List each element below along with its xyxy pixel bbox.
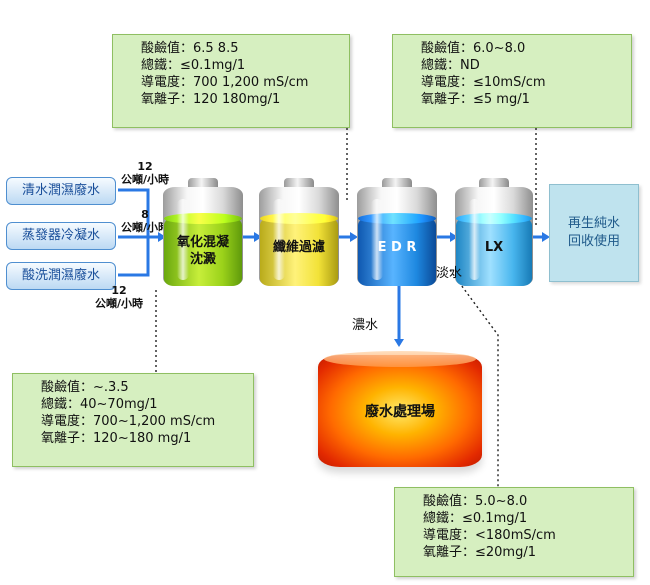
source-pickling-rinse-water: 酸洗潤濕廢水 bbox=[6, 262, 116, 290]
battery-body bbox=[163, 187, 243, 286]
coag-conductivity: 導電度：700 1,200 mS/cm bbox=[141, 75, 309, 90]
battery-body bbox=[259, 187, 339, 286]
flow-rate-2-value: 8 bbox=[141, 208, 149, 221]
battery-cap bbox=[479, 178, 509, 188]
flow-rate-2: 8 公噸/小時 bbox=[110, 208, 180, 234]
edr-iron: 總鐵：≤0.1mg/1 bbox=[423, 511, 528, 526]
battery-cap bbox=[382, 178, 412, 188]
feed-ph: 酸鹼值：~.3.5 bbox=[41, 380, 129, 395]
edr-chloride: 氧離子：≤20mg/1 bbox=[423, 545, 537, 560]
lx-chloride: 氧離子：≤5 mg/1 bbox=[421, 92, 530, 107]
coag-chloride: 氧離子：120 180mg/1 bbox=[141, 92, 281, 107]
coagulation-quality-box: 酸鹼值：6.5 8.5 總鐵：≤0.1mg/1 導電度：700 1,200 mS… bbox=[112, 34, 350, 128]
source-line-3 bbox=[118, 237, 150, 277]
flow-rate-3-value: 12 bbox=[111, 284, 127, 297]
waste-treatment-plant: 廢水處理場 bbox=[318, 351, 482, 470]
waste-plant-label: 廢水處理場 bbox=[365, 404, 435, 420]
lx-iron: 總鐵：ND bbox=[421, 58, 480, 73]
battery-fill bbox=[260, 218, 338, 286]
edr-ph: 酸鹼值：5.0~8.0 bbox=[423, 494, 528, 509]
target-label: 再生純水 回收使用 bbox=[567, 216, 620, 249]
edr-quality-box: 酸鹼值：5.0~8.0 總鐵：≤0.1mg/1 導電度：<180mS/cm 氧離… bbox=[394, 487, 634, 577]
battery-shine bbox=[177, 199, 189, 280]
feed-chloride: 氧離子：120~180 mg/1 bbox=[41, 431, 192, 446]
coag-ph: 酸鹼值：6.5 8.5 bbox=[141, 41, 239, 56]
battery-shine bbox=[469, 199, 480, 280]
flow-rate-1-value: 12 bbox=[137, 160, 153, 173]
stage-coagulation: 氧化混凝 沈澱 bbox=[163, 178, 243, 286]
feed-conductivity: 導電度：700~1,200 mS/cm bbox=[41, 414, 216, 429]
battery-shine bbox=[273, 199, 285, 280]
feed-quality-box: 酸鹼值：~.3.5 總鐵：40~70mg/1 導電度：700~1,200 mS/… bbox=[12, 373, 254, 467]
battery-shine bbox=[371, 199, 383, 280]
battery-cap bbox=[188, 178, 218, 188]
flow-rate-3: 12 公噸/小時 bbox=[84, 284, 154, 310]
flow-rate-2-unit: 公噸/小時 bbox=[120, 221, 170, 234]
stage-fiber-filter: 纖維過濾 bbox=[259, 178, 339, 286]
fresh-water-label: 淡水 bbox=[436, 266, 463, 281]
battery-fill bbox=[456, 218, 532, 286]
flow-rate-3-unit: 公噸/小時 bbox=[94, 297, 144, 310]
battery-fill bbox=[164, 218, 242, 286]
flow-rate-1-unit: 公噸/小時 bbox=[120, 173, 170, 186]
battery-body bbox=[455, 187, 533, 286]
edr-conductivity: 導電度：<180mS/cm bbox=[423, 528, 556, 543]
source-rinse-water: 清水潤濕廢水 bbox=[6, 177, 116, 205]
stage-label-fiber-filter: 纖維過濾 bbox=[272, 240, 325, 255]
source-line-1 bbox=[118, 188, 150, 237]
stage-label-coagulation: 氧化混凝 沈澱 bbox=[176, 235, 229, 267]
stage-label-edr: E D R bbox=[377, 240, 417, 255]
lx-ph: 酸鹼值：6.0~8.0 bbox=[421, 41, 526, 56]
battery-body bbox=[357, 187, 437, 286]
stage-edr: E D R bbox=[357, 178, 437, 286]
coag-iron: 總鐵：≤0.1mg/1 bbox=[141, 58, 246, 73]
lx-conductivity: 導電度：≤10mS/cm bbox=[421, 75, 546, 90]
source-evaporator-condensate: 蒸發器冷凝水 bbox=[6, 222, 116, 250]
lx-quality-box: 酸鹼值：6.0~8.0 總鐵：ND 導電度：≤10mS/cm 氧離子：≤5 mg… bbox=[392, 34, 632, 128]
flow-rate-1: 12 公噸/小時 bbox=[110, 160, 180, 186]
reclaimed-water-target: 再生純水 回收使用 bbox=[549, 184, 639, 282]
battery-fill bbox=[358, 218, 436, 286]
stage-lx: LX bbox=[455, 178, 533, 286]
feed-iron: 總鐵：40~70mg/1 bbox=[41, 397, 158, 412]
battery-cap bbox=[284, 178, 314, 188]
stage-label-lx: LX bbox=[484, 240, 504, 255]
brine-label: 濃水 bbox=[352, 318, 379, 333]
callout-edr bbox=[449, 269, 499, 487]
